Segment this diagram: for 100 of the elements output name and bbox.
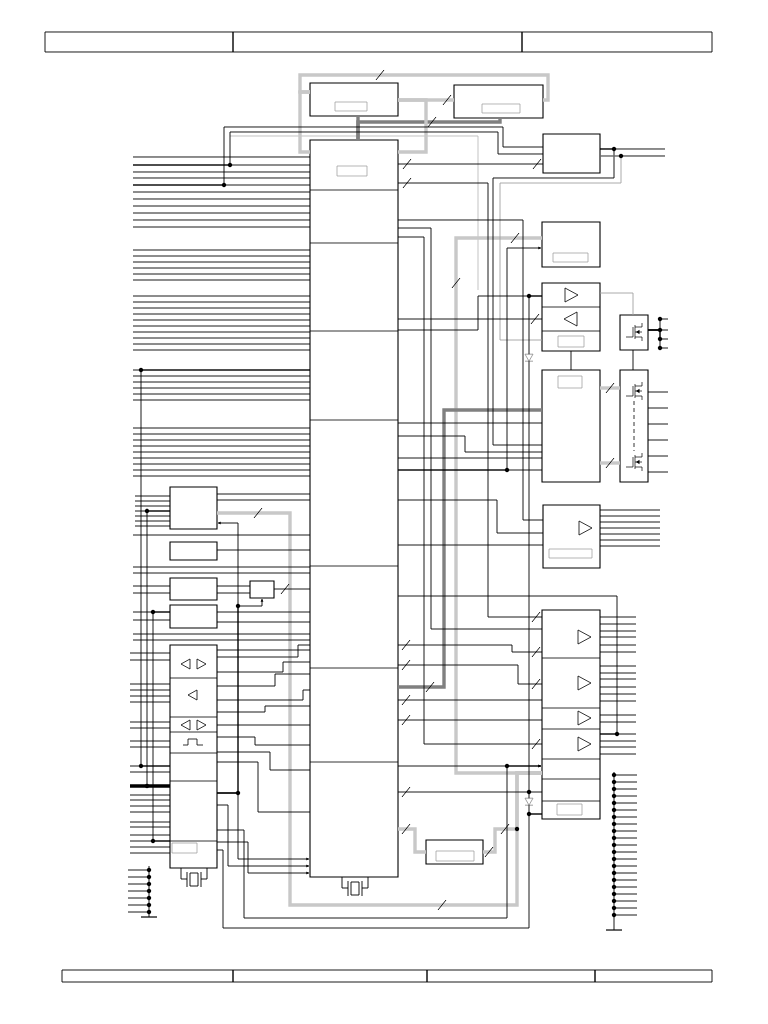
- wire: [134, 520, 171, 522]
- wire: [132, 307, 311, 309]
- wire: [132, 295, 311, 297]
- wire: [132, 177, 311, 179]
- wire: [397, 435, 543, 453]
- bus-slash: [451, 277, 461, 289]
- wire: [599, 533, 661, 535]
- wire: [599, 521, 661, 523]
- module-block: [169, 604, 218, 629]
- wire: [132, 375, 311, 377]
- bus-line: [454, 236, 542, 775]
- wire: [216, 644, 311, 658]
- wire: [132, 399, 311, 401]
- wire: [129, 689, 171, 691]
- wire: [216, 611, 311, 613]
- bus-slash: [605, 457, 615, 469]
- wire: [599, 678, 637, 680]
- bus-slash: [510, 232, 520, 244]
- wire: [599, 686, 637, 688]
- bus-slash: [427, 116, 437, 128]
- wire: [599, 515, 661, 517]
- wire: [599, 714, 637, 716]
- wire: [132, 451, 311, 453]
- wire: [499, 155, 622, 341]
- bus-slash: [437, 899, 447, 911]
- wire: [647, 423, 669, 425]
- wire: [397, 544, 544, 546]
- wire: [129, 683, 171, 685]
- wire: [132, 439, 311, 441]
- wire: [216, 689, 311, 701]
- wire: [216, 705, 311, 713]
- wire: [216, 673, 311, 687]
- bus-slash: [402, 177, 412, 189]
- wire: [129, 834, 171, 836]
- wire: [647, 391, 669, 393]
- wire: [132, 313, 311, 315]
- wire: [132, 205, 311, 207]
- wire: [599, 753, 637, 755]
- wire: [132, 427, 311, 429]
- wire: [132, 381, 311, 383]
- wire: [132, 633, 311, 635]
- wire: [528, 295, 543, 355]
- wire: [647, 439, 669, 441]
- wire: [647, 407, 669, 409]
- bus-slash: [531, 646, 541, 658]
- wire: [129, 771, 171, 773]
- wire: [599, 623, 637, 625]
- wire: [129, 852, 171, 854]
- bus-line: [356, 118, 502, 140]
- bus-line: [398, 827, 426, 854]
- wire: [152, 611, 171, 842]
- bus-line: [217, 511, 542, 907]
- wire: [216, 585, 251, 587]
- wire: [132, 343, 311, 345]
- bus-line: [130, 784, 170, 788]
- wire: [132, 164, 311, 166]
- wire: [599, 539, 661, 541]
- wire: [132, 226, 311, 228]
- bus-line: [298, 90, 310, 154]
- wire: [132, 319, 311, 321]
- wire: [132, 219, 311, 221]
- wire: [647, 471, 669, 473]
- wire: [132, 387, 311, 389]
- wire: [647, 329, 669, 349]
- bus-slash: [425, 681, 435, 693]
- wire: [132, 445, 311, 447]
- bus-slash: [280, 583, 290, 595]
- wire: [599, 665, 637, 667]
- bus-slash: [375, 69, 385, 81]
- wire: [216, 493, 311, 495]
- wire: [570, 350, 572, 371]
- wire: [528, 360, 530, 799]
- wire: [132, 255, 311, 257]
- wire: [132, 261, 311, 263]
- bus-line: [398, 98, 428, 154]
- wire: [129, 746, 171, 748]
- wire: [132, 469, 311, 471]
- wire: [599, 740, 637, 742]
- wire: [397, 163, 544, 165]
- wire: [599, 527, 661, 529]
- wire: [132, 457, 311, 459]
- bus-slash: [531, 611, 541, 623]
- wire: [134, 505, 171, 507]
- wire: [132, 592, 171, 594]
- wire: [132, 301, 311, 303]
- diode-symbol: [524, 797, 534, 806]
- arrow: [216, 804, 310, 868]
- wire: [132, 191, 311, 193]
- wire: [397, 219, 544, 521]
- bus-slash: [532, 158, 542, 170]
- wire: [528, 804, 543, 815]
- wire: [216, 499, 311, 501]
- module-block: [619, 369, 649, 483]
- bus-slash: [530, 313, 540, 325]
- bus-slash: [402, 158, 412, 170]
- bus-slash: [484, 846, 494, 858]
- arrow: [216, 598, 264, 794]
- wire: [397, 422, 543, 424]
- wire: [129, 826, 171, 828]
- wire: [129, 695, 171, 697]
